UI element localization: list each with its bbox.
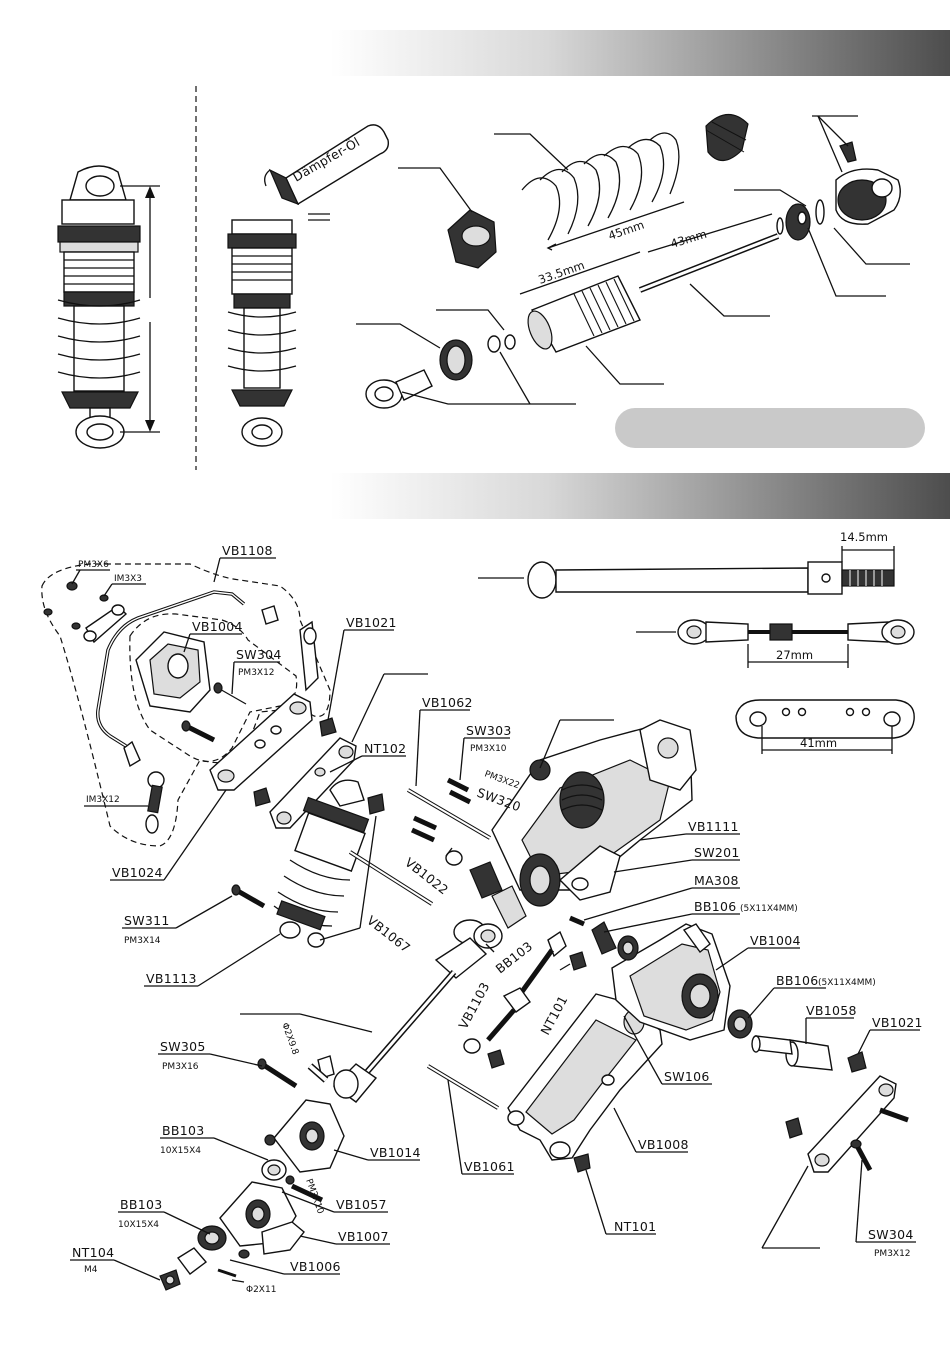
shock-oil-tube: Dämpfer-Öl [264,124,390,206]
hub-carrier [159,1099,345,1291]
label-vb1008: VB1008 [638,1137,689,1152]
label-bb106-bottom-size: (5X11X4MM) [818,978,876,988]
label-vb1061: VB1061 [464,1159,515,1174]
label-nt101-bottom: NT101 [614,1219,656,1234]
outdrive-vb1058 [751,1035,867,1073]
label-m4: M4 [84,1265,98,1275]
chassis-assembly [469,719,697,929]
dim-driveshaft: 14.5mm [840,530,888,544]
dashed-inner-outline [129,613,298,763]
label-sw106: SW106 [664,1069,710,1084]
label-sw305: SW305 [160,1039,206,1054]
label-sw303: SW303 [466,723,512,738]
label-vb1062: VB1062 [422,695,473,710]
label-bb103-a: BB103 [162,1123,205,1138]
shock-length-arrow [120,185,160,433]
section-header-bar-bottom [330,473,950,519]
label-vb1067: VB1067 [364,913,413,956]
label-vb1024: VB1024 [112,865,163,880]
label-vb1014: VB1014 [370,1145,421,1160]
note-pill [615,408,925,448]
label-vb1057: VB1057 [336,1197,387,1212]
label-pm3x10-top: PM3X10 [470,744,507,754]
label-nt102: NT102 [364,741,406,756]
label-vb1021-top: VB1021 [346,615,397,630]
label-vb1004-right: VB1004 [750,933,801,948]
label-vb1007: VB1007 [338,1229,389,1244]
label-nt104: NT104 [72,1245,114,1260]
dogbone-driveshaft: 14.5mm [478,530,895,599]
label-pm3x10-bottom: PM3X10 [303,1178,325,1216]
label-sw201: SW201 [694,845,740,860]
label-nt101-mid: NT101 [537,993,570,1037]
label-sw304-bottom: SW304 [868,1227,914,1242]
label-sw304-top: SW304 [236,647,282,662]
turnbuckle-vb1103 [463,930,587,1069]
label-im3x3: IM3X3 [114,574,142,584]
label-vb1021-bottom: VB1021 [872,1015,923,1030]
small-screws-middle [231,777,472,948]
vb1024-bracket [209,693,313,791]
label-pm3x16: PM3X16 [162,1062,199,1072]
label-bb106-top: BB106 [694,899,737,914]
label-pm3x12-top: PM3X12 [238,668,275,678]
label-vb1006: VB1006 [290,1259,341,1274]
label-vb1113: VB1113 [146,971,197,986]
turnbuckle-link: 27mm [636,619,915,668]
label-vb1058: VB1058 [806,1003,857,1018]
label-vb1103: VB1103 [455,980,492,1032]
hinge-plate: 41mm [735,699,915,754]
label-im3x12: IM3X12 [86,795,120,805]
label-bb106-top-size: (5X11X4MM) [740,904,798,914]
label-sw311: SW311 [124,913,170,928]
label-bb103-b-size: 10X15X4 [118,1220,159,1230]
section-header-bar-top [330,30,950,76]
gearbox-vb1004-right [569,915,753,1041]
label-vb1108: VB1108 [222,543,273,558]
label-bb103-a-size: 10X15X4 [160,1146,201,1156]
label-bb106-bottom: BB106 [776,973,819,988]
label-pm3x14: PM3X14 [124,936,161,946]
shock-filled [227,213,330,447]
dim-body: 33.5mm [536,258,586,287]
lower-arm-vb1008 [507,993,663,1173]
label-phi-2x9-8: Φ2X9.8 [279,1022,300,1057]
wing-mount-parts [43,581,319,834]
label-ma308: MA308 [694,873,739,888]
label-phi-2x11: Φ2X11 [246,1285,276,1295]
label-vb1111: VB1111 [688,819,739,834]
label-bb103-b: BB103 [120,1197,163,1212]
vb1021-bottom-part [785,1075,909,1173]
dim-shaft: 43mm [669,227,709,251]
label-pm3x12-bottom: PM3X12 [874,1249,911,1259]
rear-shock [273,779,370,939]
assembled-shock [57,165,141,449]
label-pm3x6: PM3X6 [78,560,109,570]
exploded-shock: 45mm 33.5mm 43mm [356,113,910,409]
dim-plate: 41mm [800,736,837,750]
dim-turnbuckle: 27mm [776,648,813,662]
vb1021-top-part [253,717,385,829]
label-vb1004-left: VB1004 [192,619,243,634]
